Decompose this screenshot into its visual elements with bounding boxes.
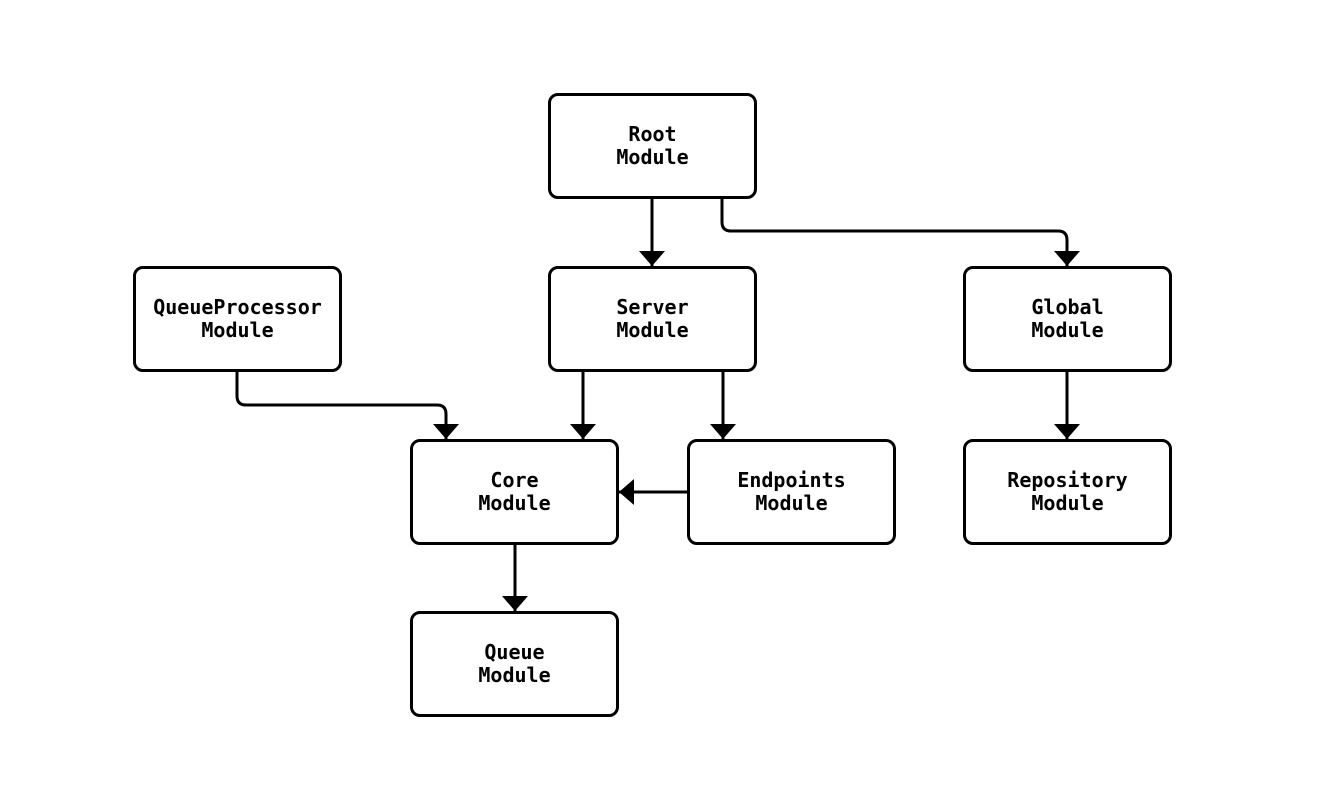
node-queueprocessor-module: QueueProcessor Module bbox=[133, 266, 342, 372]
node-core-module: Core Module bbox=[410, 439, 619, 545]
node-label: QueueProcessor Module bbox=[153, 295, 322, 342]
node-label: Queue Module bbox=[478, 640, 551, 687]
node-label: Endpoints Module bbox=[737, 468, 846, 515]
node-server-module: Server Module bbox=[548, 266, 757, 372]
edge-queueprocessor-module-to-core-module bbox=[235, 372, 459, 439]
edge-root-module-to-global-module bbox=[720, 199, 1080, 266]
node-label: Global Module bbox=[1031, 295, 1104, 342]
node-queue-module: Queue Module bbox=[410, 611, 619, 717]
node-label: Repository Module bbox=[1007, 468, 1128, 515]
node-repository-module: Repository Module bbox=[963, 439, 1172, 545]
node-label: Core Module bbox=[478, 468, 551, 515]
node-root-module: Root Module bbox=[548, 93, 757, 199]
node-label: Root Module bbox=[616, 122, 689, 169]
node-global-module: Global Module bbox=[963, 266, 1172, 372]
node-label: Server Module bbox=[616, 295, 689, 342]
node-endpoints-module: Endpoints Module bbox=[687, 439, 896, 545]
